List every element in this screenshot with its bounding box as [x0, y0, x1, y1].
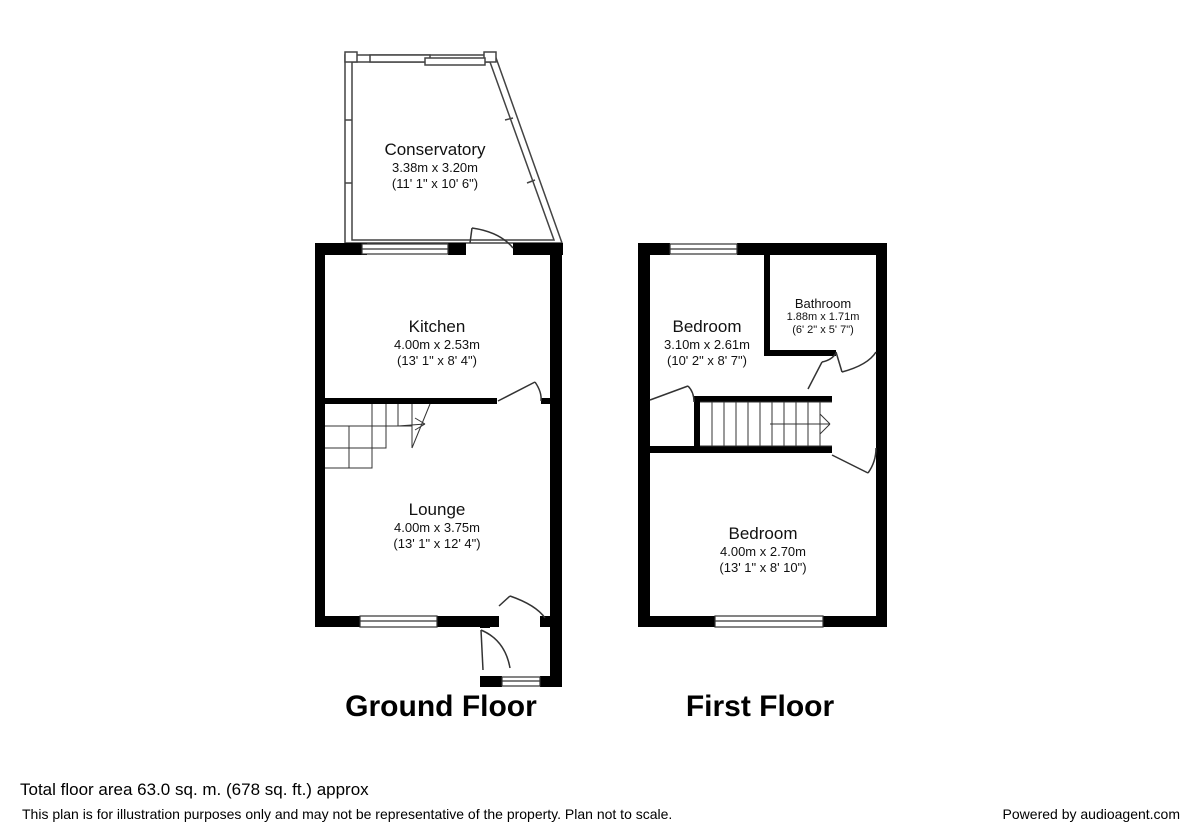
room-label-lounge: Lounge 4.00m x 3.75m (13' 1" x 12' 4") — [362, 500, 512, 552]
room-dimensions-imperial: (6' 2" x 5' 7") — [792, 324, 854, 336]
room-label-kitchen: Kitchen 4.00m x 2.53m (13' 1" x 8' 4") — [362, 317, 512, 369]
ground-floor-title: Ground Floor — [345, 690, 537, 723]
first-floor-windows — [669, 243, 824, 628]
room-label-conservatory: Conservatory 3.38m x 3.20m (11' 1" x 10'… — [360, 140, 510, 192]
room-name: Kitchen — [408, 317, 466, 336]
ground-floor-windows — [359, 243, 541, 687]
first-floor-stairs — [700, 401, 832, 447]
room-name: Lounge — [408, 500, 466, 519]
ground-floor-stairs — [325, 403, 431, 469]
powered-by: Powered by audioagent.com — [1002, 806, 1180, 822]
room-dimensions-imperial: (10' 2" x 8' 7") — [667, 353, 747, 368]
room-dimensions-metric: 4.00m x 3.75m — [394, 520, 480, 535]
room-dimensions-metric: 3.10m x 2.61m — [664, 337, 750, 352]
room-dimensions-imperial: (13' 1" x 12' 4") — [393, 536, 481, 551]
ground-floor-plan — [315, 51, 564, 687]
first-floor-doors — [649, 351, 877, 474]
first-floor-walls — [638, 243, 887, 627]
room-dimensions-metric: 4.00m x 2.70m — [720, 544, 806, 559]
room-label-bathroom: Bathroom 1.88m x 1.71m (6' 2" x 5' 7") — [772, 296, 874, 337]
room-dimensions-metric: 1.88m x 1.71m — [786, 311, 860, 323]
room-name: Conservatory — [384, 140, 486, 159]
first-floor-title: First Floor — [685, 690, 835, 723]
disclaimer: This plan is for illustration purposes o… — [22, 806, 673, 822]
room-name: Bathroom — [794, 296, 852, 311]
total-floor-area: Total floor area 63.0 sq. m. (678 sq. ft… — [20, 780, 369, 799]
ground-floor-doors — [469, 227, 546, 671]
room-dimensions-imperial: (13' 1" x 8' 4") — [397, 353, 477, 368]
room-label-bedroom-1: Bedroom 3.10m x 2.61m (10' 2" x 8' 7") — [632, 317, 782, 369]
room-dimensions-imperial: (11' 1" x 10' 6") — [391, 176, 479, 191]
room-name: Bedroom — [728, 524, 798, 543]
room-dimensions-imperial: (13' 1" x 8' 10") — [719, 560, 807, 575]
room-name: Bedroom — [672, 317, 742, 336]
ground-floor-walls — [315, 243, 563, 687]
first-floor-plan — [638, 243, 887, 628]
room-dimensions-metric: 4.00m x 2.53m — [394, 337, 480, 352]
room-label-bedroom-2: Bedroom 4.00m x 2.70m (13' 1" x 8' 10") — [688, 524, 838, 576]
room-dimensions-metric: 3.38m x 3.20m — [392, 160, 478, 175]
